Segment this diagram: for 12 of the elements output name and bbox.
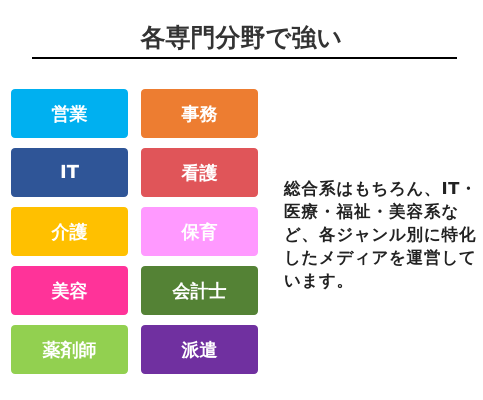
category-box: 営業	[11, 89, 128, 138]
category-box: 薬剤師	[11, 325, 128, 374]
category-box: 美容	[11, 266, 128, 315]
heading: 各専門分野で強い	[139, 22, 344, 54]
category-box: 介護	[11, 207, 128, 256]
category-box: 派遣	[141, 325, 258, 374]
description-text: 総合系はもちろん、IT・医療・福祉・美容系など、各ジャンル別に特化したメディアを運営しています。	[284, 178, 478, 292]
category-box: 事務	[141, 89, 258, 138]
category-box: 保育	[141, 207, 258, 256]
category-box: 会計士	[141, 266, 258, 315]
category-box: 看護	[141, 148, 258, 197]
category-box: IT	[11, 148, 128, 197]
